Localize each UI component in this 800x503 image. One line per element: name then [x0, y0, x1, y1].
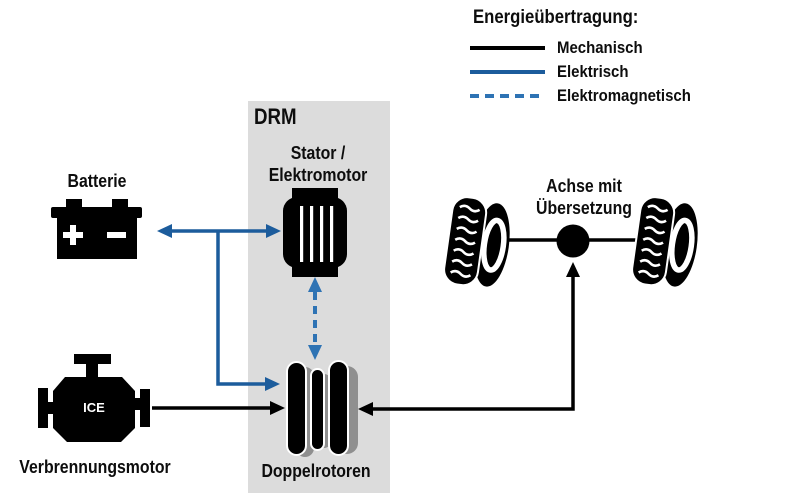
arrowhead-right-icon	[266, 224, 281, 238]
legend-label: Elektromagnetisch	[557, 86, 691, 105]
arrowhead-down-icon	[308, 345, 322, 360]
differential-icon	[556, 224, 590, 258]
drm-label: DRM	[254, 104, 297, 129]
legend-item-electric: Elektrisch	[470, 62, 638, 81]
ice-label: ICE	[83, 400, 105, 415]
axle-label: Achse mit Übersetzung	[536, 175, 632, 219]
legend-title: Energieübertragung:	[473, 7, 639, 28]
dashed-line-swatch-icon	[470, 94, 545, 98]
solid-line-swatch-icon	[470, 46, 545, 50]
battery-label: Batterie	[67, 171, 127, 191]
engine-label: Verbrennungsmotor	[19, 457, 171, 477]
stator-label: Stator / Elektromotor	[269, 142, 368, 186]
axle-label-line2: Übersetzung	[536, 198, 632, 218]
battery-icon	[51, 199, 142, 259]
legend-item-mechanical: Mechanisch	[470, 38, 654, 57]
electromagnetic-link-stator-rotors	[308, 277, 322, 360]
axle-label-line1: Achse mit	[546, 176, 622, 196]
arrowhead-left-icon	[157, 224, 172, 238]
stator-label-line2: Elektromotor	[268, 165, 368, 185]
arrowhead-up-icon	[308, 277, 322, 292]
solid-line-swatch-icon	[470, 70, 545, 74]
legend-label: Mechanisch	[557, 38, 643, 57]
wheel-left-icon	[443, 196, 510, 287]
electric-link-battery-stator	[157, 224, 281, 238]
legend-item-electromagnetic: Elektromagnetisch	[470, 86, 709, 105]
stator-label-line1: Stator /	[290, 143, 346, 163]
combustion-engine-icon: ICE	[38, 354, 150, 442]
arrowhead-up-icon	[566, 262, 580, 277]
double-rotor-icon	[286, 360, 358, 457]
arrowhead-right-icon	[270, 401, 285, 415]
rotors-label: Doppelrotoren	[261, 461, 371, 481]
arrowhead-right-icon	[265, 377, 280, 391]
wheel-right-icon	[631, 196, 698, 287]
arrowhead-left-icon	[358, 402, 373, 416]
electric-motor-icon	[283, 188, 347, 277]
legend-label: Elektrisch	[557, 62, 629, 81]
mechanical-link-engine-rotors	[152, 401, 285, 415]
mechanical-link-rotors-axle	[358, 262, 580, 416]
electric-link-battery-rotors	[216, 232, 280, 391]
